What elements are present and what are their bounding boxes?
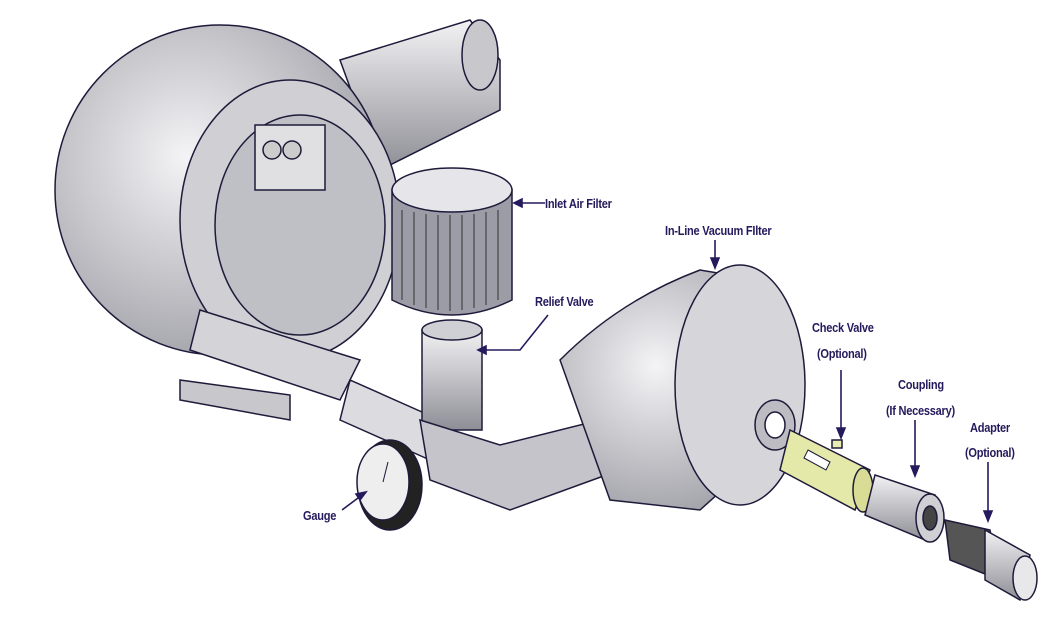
label-coupling-note: (If Necessary) (886, 403, 955, 418)
label-relief-valve: Relief Valve (535, 294, 594, 309)
inlet-air-filter (391, 167, 513, 316)
label-inline-vacuum-filter: In-Line Vacuum FIlter (665, 223, 772, 238)
inline-vacuum-filter (559, 264, 806, 511)
label-adapter-note: (Optional) (965, 445, 1015, 460)
relief-valve (421, 319, 483, 431)
check-valve (779, 428, 874, 513)
gauge (356, 439, 423, 531)
coupling (864, 474, 945, 543)
label-coupling: Coupling (898, 377, 944, 392)
blower-housing (54, 24, 401, 421)
label-inlet-air-filter: Inlet Air Filter (545, 196, 612, 211)
label-check-valve-note: (Optional) (817, 346, 867, 361)
label-check-valve: Check Valve (812, 320, 874, 335)
adapter (944, 519, 1038, 602)
label-adapter: Adapter (970, 420, 1010, 435)
label-gauge: Gauge (303, 508, 337, 523)
leader-arrows (341, 197, 994, 524)
